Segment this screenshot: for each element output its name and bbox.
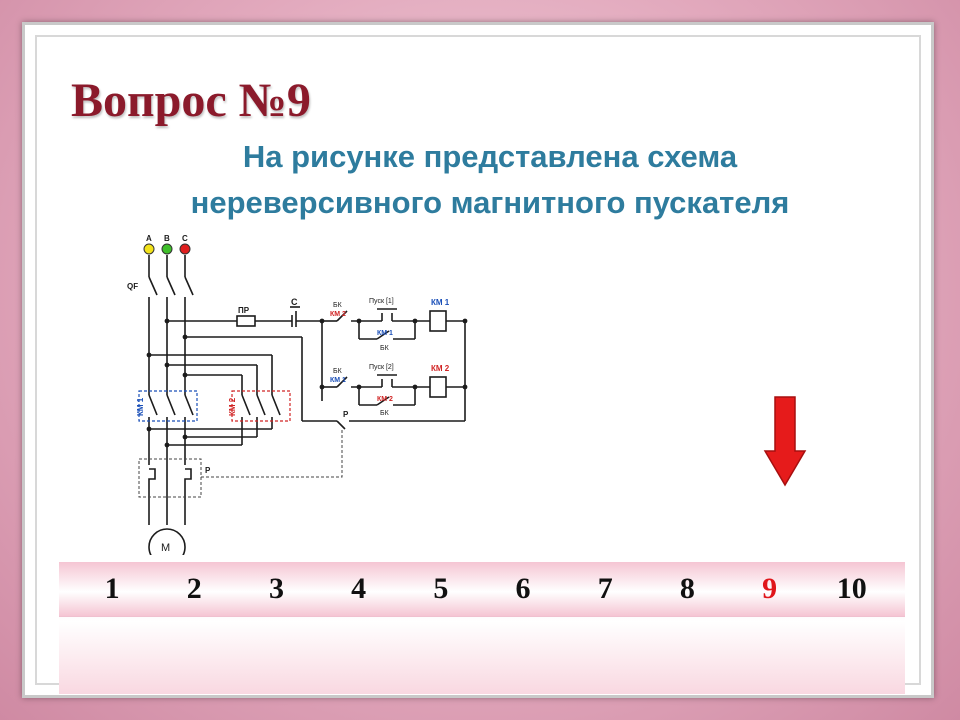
label-pusk2: Пуск [2]	[369, 364, 394, 371]
answer-7[interactable]: 7	[597, 572, 613, 605]
label-bk-1: БК	[333, 302, 343, 309]
label-pusk1: Пуск [1]	[369, 298, 394, 305]
starter-schematic: A B C QF ПР С БК КМ 2 Пуск [1] КМ 1 КМ 1…	[127, 234, 468, 555]
qf-blade-a	[148, 276, 158, 296]
answer-1[interactable]: 1	[104, 572, 120, 605]
label-km2-box: КМ 2	[228, 397, 237, 416]
phase-c-lamp	[179, 243, 191, 255]
answer-3[interactable]: 3	[268, 572, 284, 605]
thermal-relay-box	[138, 458, 202, 498]
label-pr: ПР	[238, 306, 250, 315]
question-text-line2: нереверсивного магнитного пускателя	[190, 185, 790, 220]
answer-4[interactable]: 4	[351, 572, 367, 605]
label-km1-lower: КМ 1	[330, 377, 346, 384]
label-bk-3: БК	[333, 368, 343, 375]
question-text-line1: На рисунке представлена схема	[242, 139, 738, 174]
label-km2-upper: КМ 2	[330, 311, 346, 318]
label-phase-c: C	[182, 234, 188, 243]
answer-numbers: 1 2 3 4 5 6 7 8 9 10	[59, 562, 905, 617]
question-title: Вопрос №9	[71, 74, 311, 127]
label-p-thermal: Р	[205, 466, 211, 475]
slide-content: Вопрос №9 На рисунке представлена схема …	[35, 35, 921, 694]
phase-a-lamp	[143, 243, 155, 255]
label-s: С	[291, 297, 298, 307]
label-p-relay: Р	[343, 410, 349, 419]
label-bk-4: БК	[380, 410, 390, 417]
label-qf: QF	[127, 282, 138, 291]
answer-bar: 1 2 3 4 5 6 7 8 9 10	[59, 562, 905, 694]
km1-box	[138, 390, 198, 422]
label-km1-box: КМ 1	[136, 397, 145, 416]
answer-8[interactable]: 8	[679, 572, 695, 605]
label-km1-hold: КМ 1	[377, 330, 393, 337]
label-km2-hold: КМ 2	[377, 396, 393, 403]
qf-blade-b	[166, 276, 176, 296]
phase-b-lamp	[161, 243, 173, 255]
answer-5[interactable]: 5	[433, 572, 449, 605]
slide-frame: Вопрос №9 На рисунке представлена схема …	[22, 22, 934, 698]
answer-6[interactable]: 6	[515, 572, 531, 605]
label-phase-b: B	[164, 234, 170, 243]
label-phase-a: A	[146, 234, 152, 243]
label-bk-2: БК	[380, 345, 390, 352]
label-motor: М	[161, 542, 170, 554]
qf-blade-c	[184, 276, 194, 296]
km2-box	[231, 390, 291, 422]
answer-10[interactable]: 10	[836, 572, 867, 605]
label-km2-coil: КМ 2	[431, 364, 450, 373]
label-km1-coil: КМ 1	[431, 298, 450, 307]
answer-2[interactable]: 2	[186, 572, 202, 605]
answer-9[interactable]: 9	[762, 572, 778, 605]
down-arrow-icon	[763, 396, 807, 487]
